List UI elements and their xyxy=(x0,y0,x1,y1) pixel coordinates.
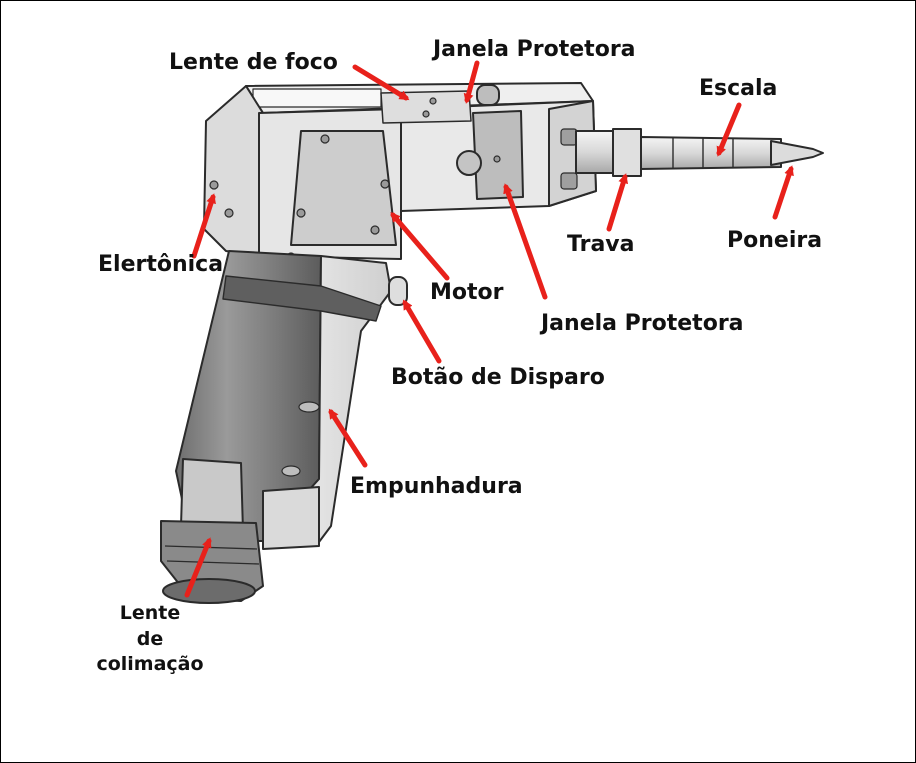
arrow-poneira xyxy=(772,165,794,220)
arrow-janela-protetora-top xyxy=(463,60,480,104)
gun-head xyxy=(203,82,597,260)
label-motor: Motor xyxy=(430,280,504,305)
label-empunhadura: Empunhadura xyxy=(350,474,523,499)
label-poneira: Poneira xyxy=(727,228,823,253)
label-lente-de-colimacao-line1: Lente xyxy=(119,602,181,624)
label-janela-protetora-top: Janela Protetora xyxy=(433,37,636,62)
label-escala: Escala xyxy=(699,76,778,101)
arrow-trava xyxy=(606,173,629,232)
label-trava: Trava xyxy=(567,232,635,257)
label-botao-de-disparo: Botão de Disparo xyxy=(391,365,605,390)
arrow-escala xyxy=(716,102,742,157)
arrow-lente-de-colimacao xyxy=(184,537,212,598)
label-lente-de-colimacao-line2: de xyxy=(136,627,164,650)
label-lente-de-colimacao-line3: colimação xyxy=(96,653,204,676)
nozzle xyxy=(575,128,824,177)
label-lente-de-colimacao: Lente de colimação xyxy=(85,601,215,678)
arrow-janela-protetora-mid xyxy=(503,183,548,300)
label-janela-protetora-mid: Janela Protetora xyxy=(541,311,744,336)
arrow-botao-de-disparo xyxy=(402,299,442,364)
arrow-empunhadura xyxy=(328,408,368,468)
label-elertonica: Elertônica xyxy=(98,252,224,277)
pointer-arrows xyxy=(184,60,794,598)
arrow-lente-de-foco xyxy=(352,64,410,101)
arrow-motor xyxy=(390,211,450,281)
grip xyxy=(160,250,408,604)
label-lente-de-foco: Lente de foco xyxy=(169,50,338,75)
arrow-elertonica xyxy=(191,193,216,259)
